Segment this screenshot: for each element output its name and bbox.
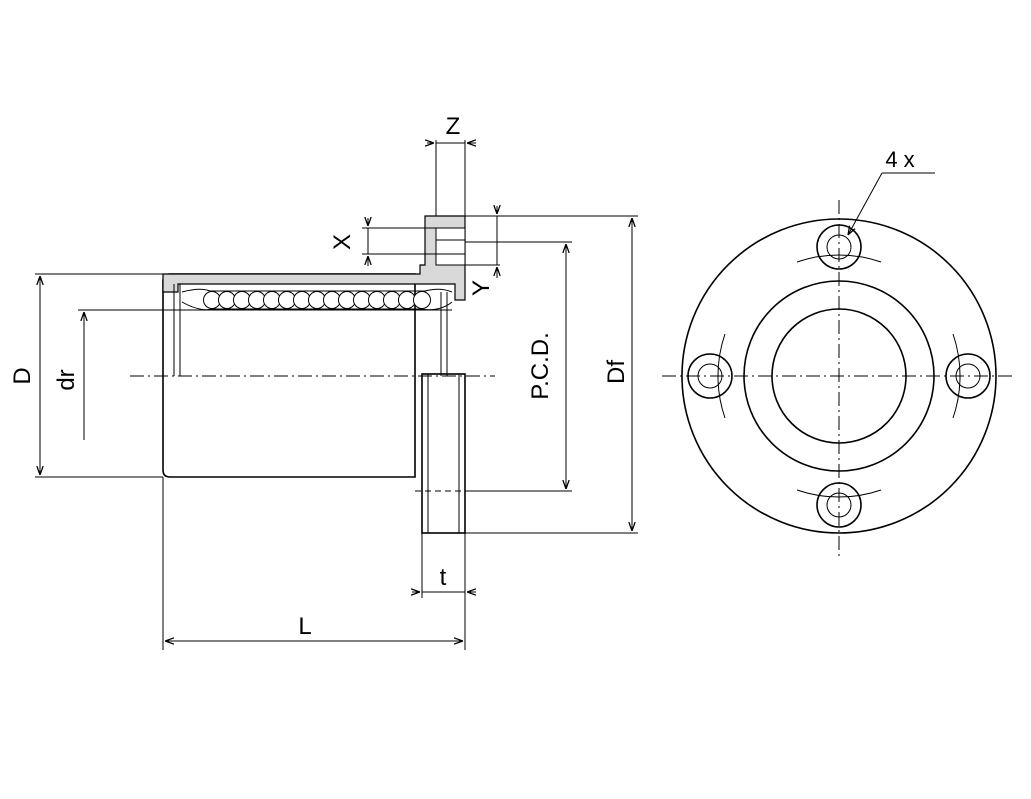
- ball: [383, 291, 401, 309]
- ball: [278, 291, 296, 309]
- housing-section: [162, 215, 466, 301]
- ball-row: [203, 291, 431, 309]
- pcd-arc-top: [796, 254, 882, 263]
- holes-label: 4 x: [885, 147, 914, 172]
- dr-label: dr: [53, 369, 80, 390]
- ball: [368, 291, 386, 309]
- t-label: t: [440, 564, 447, 591]
- l-label: L: [298, 613, 311, 640]
- ball: [398, 291, 416, 309]
- pcd-label: P.C.D.: [527, 332, 554, 400]
- d-label: D: [9, 367, 36, 384]
- ball-retainer: [181, 288, 453, 293]
- flange: [421, 373, 466, 534]
- ball-retainer-lower: [181, 301, 453, 311]
- ball: [218, 291, 236, 309]
- front-view: 4 x: [662, 147, 1016, 556]
- ball: [323, 291, 341, 309]
- bolt-hole-top: [816, 224, 862, 270]
- pcd-arc-left: [717, 333, 726, 419]
- bolt-hole-left: [687, 353, 733, 399]
- hole-leader: [848, 172, 883, 235]
- df-label: Df: [603, 360, 630, 384]
- ball: [248, 291, 266, 309]
- pcd-arc-right: [952, 333, 961, 419]
- x-label: X: [329, 234, 356, 250]
- ball: [353, 291, 371, 309]
- ball: [293, 291, 311, 309]
- ball: [233, 291, 251, 309]
- ball: [263, 291, 281, 309]
- ball: [338, 291, 356, 309]
- ball: [203, 291, 221, 309]
- bolt-hole-bottom: [816, 482, 862, 528]
- flange-hole-section: [435, 227, 466, 266]
- z-label: Z: [446, 113, 461, 140]
- bolt-hole-right: [945, 353, 991, 399]
- ball: [308, 291, 326, 309]
- y-label: Y: [468, 280, 495, 296]
- pcd-arc-bottom: [796, 489, 882, 498]
- side-view: D dr Z X Y P.C.D. Df: [9, 113, 638, 650]
- ball: [413, 291, 431, 309]
